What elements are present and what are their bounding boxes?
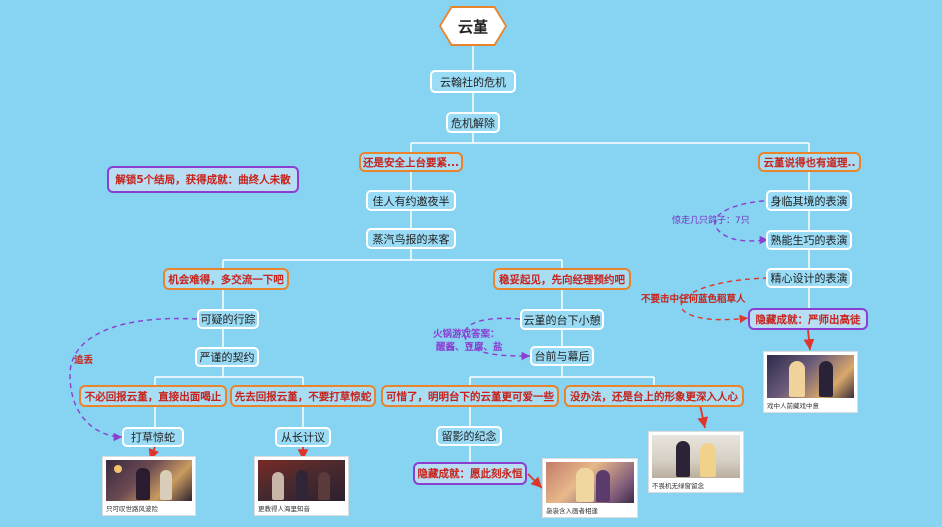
- choice-onstage-deeper: 没办法，还是台上的形象更深入人心: [564, 385, 744, 407]
- note-chase-lost: 追丢: [74, 355, 94, 366]
- node-designed-show: 精心设计的表演: [766, 268, 852, 288]
- achievement-strict-master: 隐藏成就：严师出高徒: [748, 308, 868, 330]
- node-night-date: 佳人有约邀夜半: [366, 190, 456, 211]
- ending-thumb-5: 戏中人前藏戏中意: [763, 351, 858, 413]
- ending-thumb-4: 不畏机无绿窗留念: [648, 431, 744, 493]
- ending-caption-2: 更教得人海里知音: [258, 505, 310, 513]
- note-hotpot-title: 火锅游戏答案：: [433, 329, 500, 340]
- ending-thumb-1: 只可叹世路风波险: [102, 456, 196, 516]
- node-immersive-show: 身临其境的表演: [766, 190, 852, 211]
- ending-image-4: [652, 435, 740, 478]
- node-crisis: 云翰社的危机: [430, 70, 516, 93]
- node-offstage-rest: 云堇的台下小憩: [520, 309, 604, 330]
- ending-thumb-2: 更教得人海里知音: [254, 456, 349, 516]
- note-pigeons: 惊走几只鸽子：7只: [672, 216, 750, 226]
- achievement-five-endings: 解锁5个结局，获得成就：曲终人未散: [107, 166, 299, 193]
- ending-image-5: [767, 355, 854, 398]
- title-node: 云堇: [441, 8, 505, 44]
- note-hotpot-answer: 醒酱、豆腐、盐: [436, 342, 503, 353]
- ending-image-3: [546, 462, 634, 503]
- ending-caption-1: 只可叹世路风波险: [106, 505, 158, 513]
- choice-more-talk: 机会难得，多交流一下吧: [163, 268, 289, 290]
- choice-safe-stage: 还是安全上台要紧...: [359, 152, 463, 172]
- choice-yunjin-right: 云堇说得也有道理..: [758, 152, 861, 172]
- node-practiced-show: 熟能生巧的表演: [766, 230, 852, 250]
- node-alert-snake: 打草惊蛇: [122, 427, 184, 447]
- choice-stop-directly: 不必回报云堇，直接出面喝止: [79, 385, 227, 407]
- achievement-eternal-moment: 隐藏成就：愿此刻永恒: [413, 462, 527, 485]
- node-strict-contract: 严谨的契约: [195, 347, 259, 367]
- node-long-plan: 从长计议: [275, 427, 331, 447]
- note-scarecrow: 不要击中任何蓝色稻草人: [641, 294, 746, 305]
- ending-caption-5: 戏中人前藏戏中意: [767, 402, 819, 410]
- node-front-back-stage: 台前与幕后: [530, 346, 594, 366]
- node-steambird-guest: 蒸汽鸟报的来客: [366, 228, 456, 249]
- ending-caption-4: 不畏机无绿窗留念: [652, 482, 704, 490]
- choice-offstage-cuter: 可惜了，明明台下的云堇更可爱一些: [381, 385, 559, 407]
- node-photo-memory: 留影的纪念: [436, 426, 502, 446]
- ending-image-2: [258, 460, 345, 501]
- choice-report-first: 先去回报云堇，不要打草惊蛇: [230, 385, 376, 407]
- node-suspicious-track: 可疑的行踪: [197, 309, 259, 329]
- ending-image-1: [106, 460, 192, 501]
- node-crisis-resolved: 危机解除: [446, 112, 500, 133]
- ending-thumb-3: 袅袅含入画者相逢: [542, 458, 638, 518]
- ending-caption-3: 袅袅含入画者相逢: [546, 507, 598, 515]
- choice-book-manager: 稳妥起见，先向经理预约吧: [493, 268, 631, 290]
